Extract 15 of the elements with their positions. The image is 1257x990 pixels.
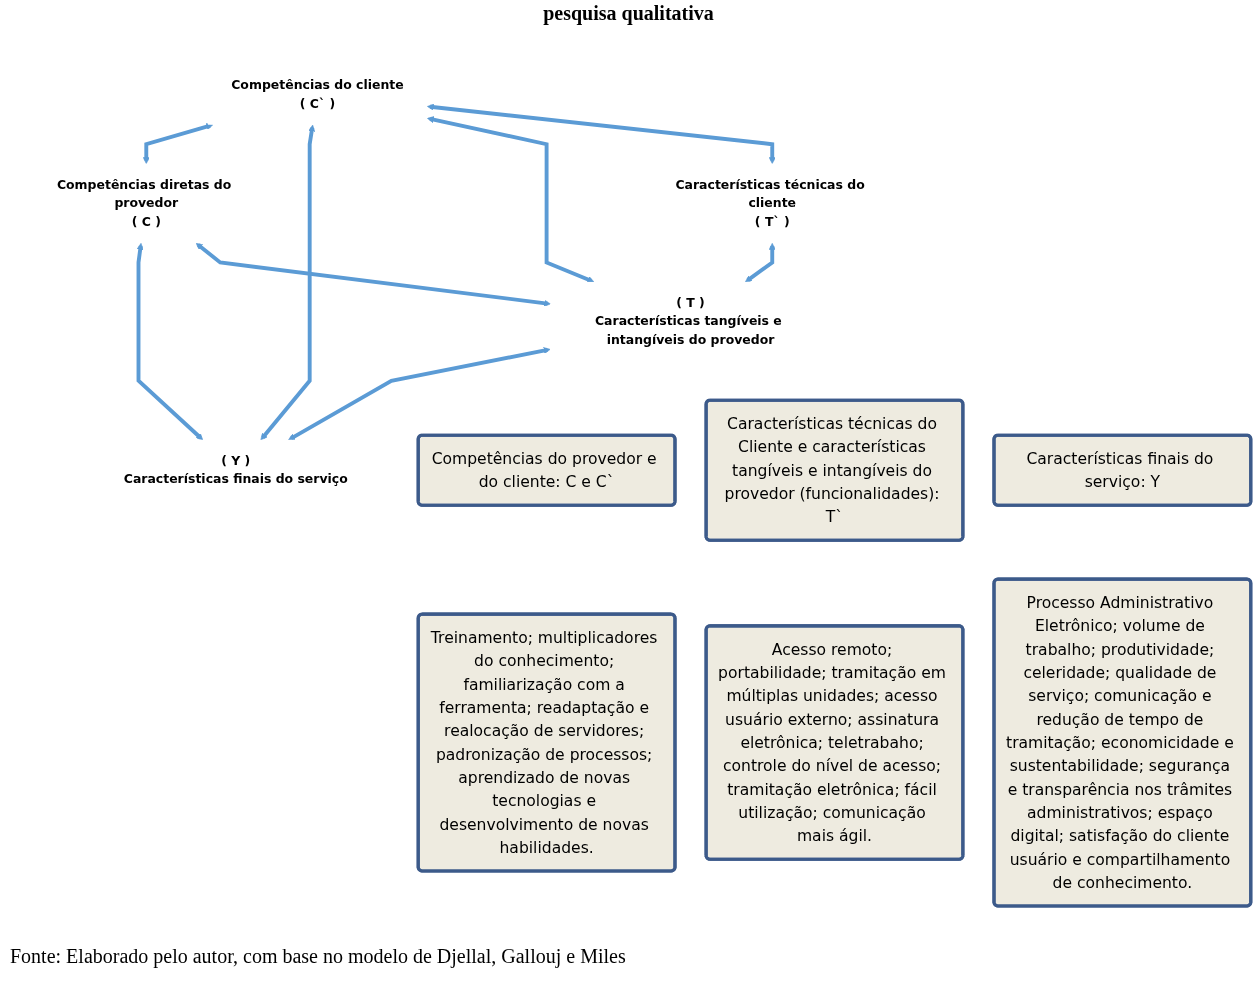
node-text: Competências do cliente ( C` ) [231, 77, 404, 111]
node-text: ( T ) Características tangíveis e intangíveis do provedor [594, 295, 782, 348]
arrow [260, 124, 316, 441]
arrow [136, 243, 204, 441]
arrow [427, 116, 595, 283]
arrow [745, 243, 776, 283]
node-text: Características técnicas do cliente ( T` ) [675, 176, 865, 230]
title: pesquisa qualitativa [542, 2, 715, 25]
caption: Fonte: Elaborado pelo autor, com base no modelo de Djellal, Gallouj e Miles [9, 945, 627, 968]
node-text: ( Y ) Características finais do serviço [123, 453, 348, 487]
arrow [195, 242, 551, 307]
arrow [288, 347, 551, 441]
node-text: Competências diretas do provedor ( C ) [56, 176, 232, 230]
arrow [427, 103, 776, 164]
arrow [142, 123, 214, 164]
